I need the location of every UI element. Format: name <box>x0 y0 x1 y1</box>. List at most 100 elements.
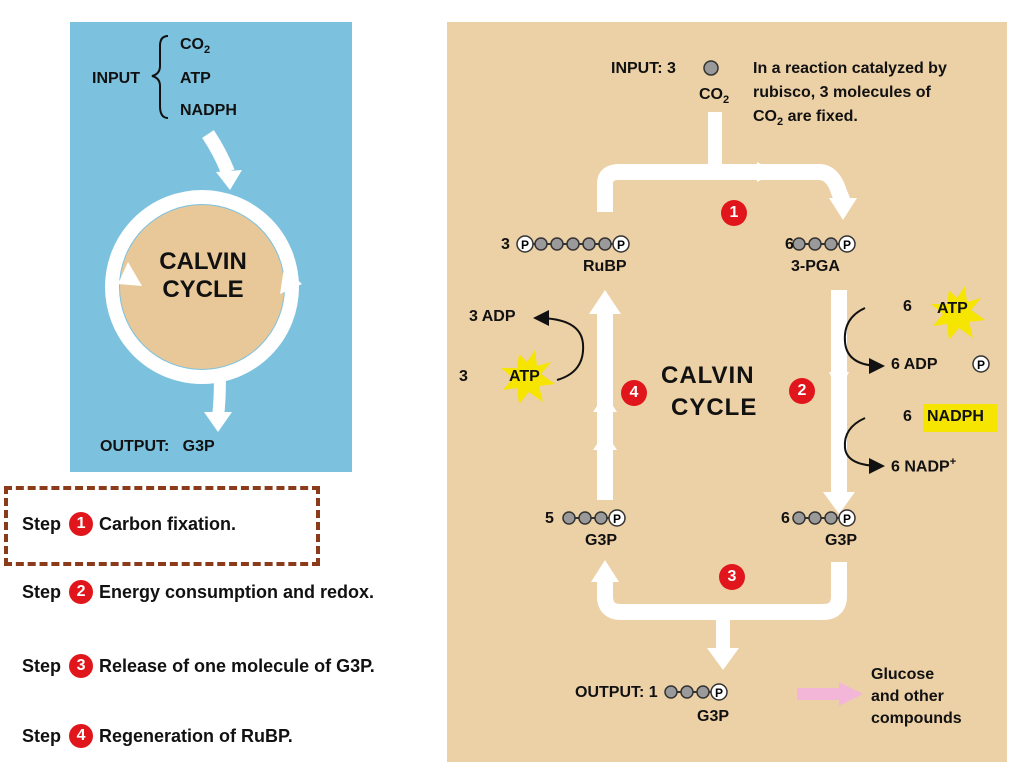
phosphate-group <box>516 235 534 253</box>
adp-left-label: 3 ADP <box>469 308 516 325</box>
overview-input-co2: CO2 <box>180 36 211 57</box>
g3p-left-count: 5 <box>545 510 554 527</box>
step-word: Step <box>22 513 62 534</box>
overview-input-nadph: NADPH <box>180 102 237 119</box>
carbon-atom <box>808 237 822 251</box>
nadph-highlight <box>923 404 997 432</box>
step-1-row: Step 1 Carbon fixation. <box>22 512 236 536</box>
phosphate-group <box>608 509 626 527</box>
adp-right-label: 6 ADP <box>891 356 938 373</box>
detail-cycle-title-2: CYCLE <box>671 394 758 421</box>
step-1-badge: 1 <box>69 512 94 536</box>
detail-input-co2: CO2 <box>699 86 730 107</box>
carbon-atom <box>824 237 838 251</box>
step-2-row: Step 2 Energy consumption and redox. <box>22 580 374 604</box>
step-word: Step <box>22 581 62 602</box>
step-word: Step <box>22 655 62 676</box>
carbon-atom <box>808 511 822 525</box>
phosphate-label: P <box>617 238 625 252</box>
overview-inlet-arrow <box>202 130 235 175</box>
bottom-arc-arrowhead <box>591 560 619 582</box>
overview-input-label: INPUT <box>92 70 140 87</box>
carbon-atom <box>550 237 564 251</box>
step-1-text: Carbon fixation. <box>99 513 237 534</box>
overview-outlet-stem <box>212 371 226 417</box>
phosphate-label: P <box>843 238 851 252</box>
output-arrowhead <box>707 648 739 670</box>
detail-graphics <box>501 60 997 706</box>
carbon-atom <box>578 511 592 525</box>
step-4-text: Regeneration of RuBP. <box>99 725 293 746</box>
carbon-atom <box>680 685 694 699</box>
step-3-row: Step 3 Release of one molecule of G3P. <box>22 654 375 678</box>
phosphate-group <box>710 683 728 701</box>
g3p-left-label: G3P <box>585 532 618 549</box>
atp-adp-left-curve <box>533 310 585 381</box>
carbon-atom <box>664 685 678 699</box>
pga-count: 6 <box>785 236 794 253</box>
input-brace <box>151 35 169 119</box>
top-arc-arrowhead <box>829 198 857 220</box>
cycle-disc <box>120 205 284 369</box>
cycle-step-1-badge: 1 <box>721 200 747 226</box>
left-vertical-arrowhead <box>589 290 621 314</box>
phosphate-label: P <box>977 358 985 372</box>
rubisco-note-1: In a reaction catalyzed by <box>753 60 947 77</box>
co2-molecule <box>703 60 719 76</box>
g3p-right-label: G3P <box>825 532 858 549</box>
glucose-line-2: and other <box>871 688 944 705</box>
carbon-atom <box>582 237 596 251</box>
phosphate-label: P <box>843 512 851 526</box>
cycle-step-4-badge: 4 <box>621 380 647 406</box>
rubp-label: RuBP <box>583 258 627 275</box>
nadp-label: 6 NADP+ <box>891 456 957 476</box>
detail-cycle-title-1: CALVIN <box>661 362 755 389</box>
detail-input-label: INPUT: 3 <box>611 60 676 77</box>
atp-left-label: ATP <box>509 368 540 385</box>
phosphate-group <box>838 509 856 527</box>
carbon-atom <box>696 685 710 699</box>
glucose-line-1: Glucose <box>871 666 935 683</box>
g3p-right-count: 6 <box>781 510 790 527</box>
top-arc-arrow <box>597 164 851 212</box>
step-word: Step <box>22 725 62 746</box>
cycle-step-2-badge: 2 <box>789 378 815 404</box>
overview-output-label: OUTPUT: G3P <box>100 438 215 455</box>
carbon-atom <box>534 237 548 251</box>
phosphate-group <box>612 235 630 253</box>
output-g3p-label: G3P <box>697 708 730 725</box>
atp-right-label: ATP <box>937 300 968 317</box>
rubisco-note-3: CO2 are fixed. <box>753 108 858 129</box>
nadph-curve <box>843 417 885 474</box>
cycle-step-3-badge: 3 <box>719 564 745 590</box>
cycle-arrowhead-right <box>280 268 302 294</box>
g3p-output-molecule: P <box>664 683 728 701</box>
top-arc-chevron <box>757 162 777 182</box>
overview-cycle-title-1: CALVIN <box>159 248 247 275</box>
left-chevron-2 <box>593 432 617 450</box>
carbon-atom <box>598 237 612 251</box>
carbon-atom <box>824 511 838 525</box>
overview-inlet-arrowhead <box>216 170 242 190</box>
step-2-badge: 2 <box>69 580 94 604</box>
carbon-atom <box>792 237 806 251</box>
highlight-box <box>4 486 320 566</box>
pga-molecule: P <box>792 235 856 253</box>
step-3-badge: 3 <box>69 654 94 678</box>
left-chevron-1 <box>593 394 617 412</box>
pga-label: 3-PGA <box>791 258 840 275</box>
overview-input-atp: ATP <box>180 70 211 87</box>
atp-right-count: 6 <box>903 298 912 315</box>
detail-output-label: OUTPUT: 1 <box>575 684 658 701</box>
nadph-count: 6 <box>903 408 912 425</box>
step-4-badge: 4 <box>69 724 94 748</box>
right-vertical-arrowhead <box>823 492 855 514</box>
step-4-row: Step 4 Regeneration of RuBP. <box>22 724 293 748</box>
carbon-atom <box>792 511 806 525</box>
overview-panel: INPUT CO2 ATP NADPH CALVIN CYCLE OUTPUT:… <box>70 22 352 472</box>
adp-right-phosphate: P <box>972 355 990 373</box>
g3p-right-molecule: P <box>792 509 856 527</box>
